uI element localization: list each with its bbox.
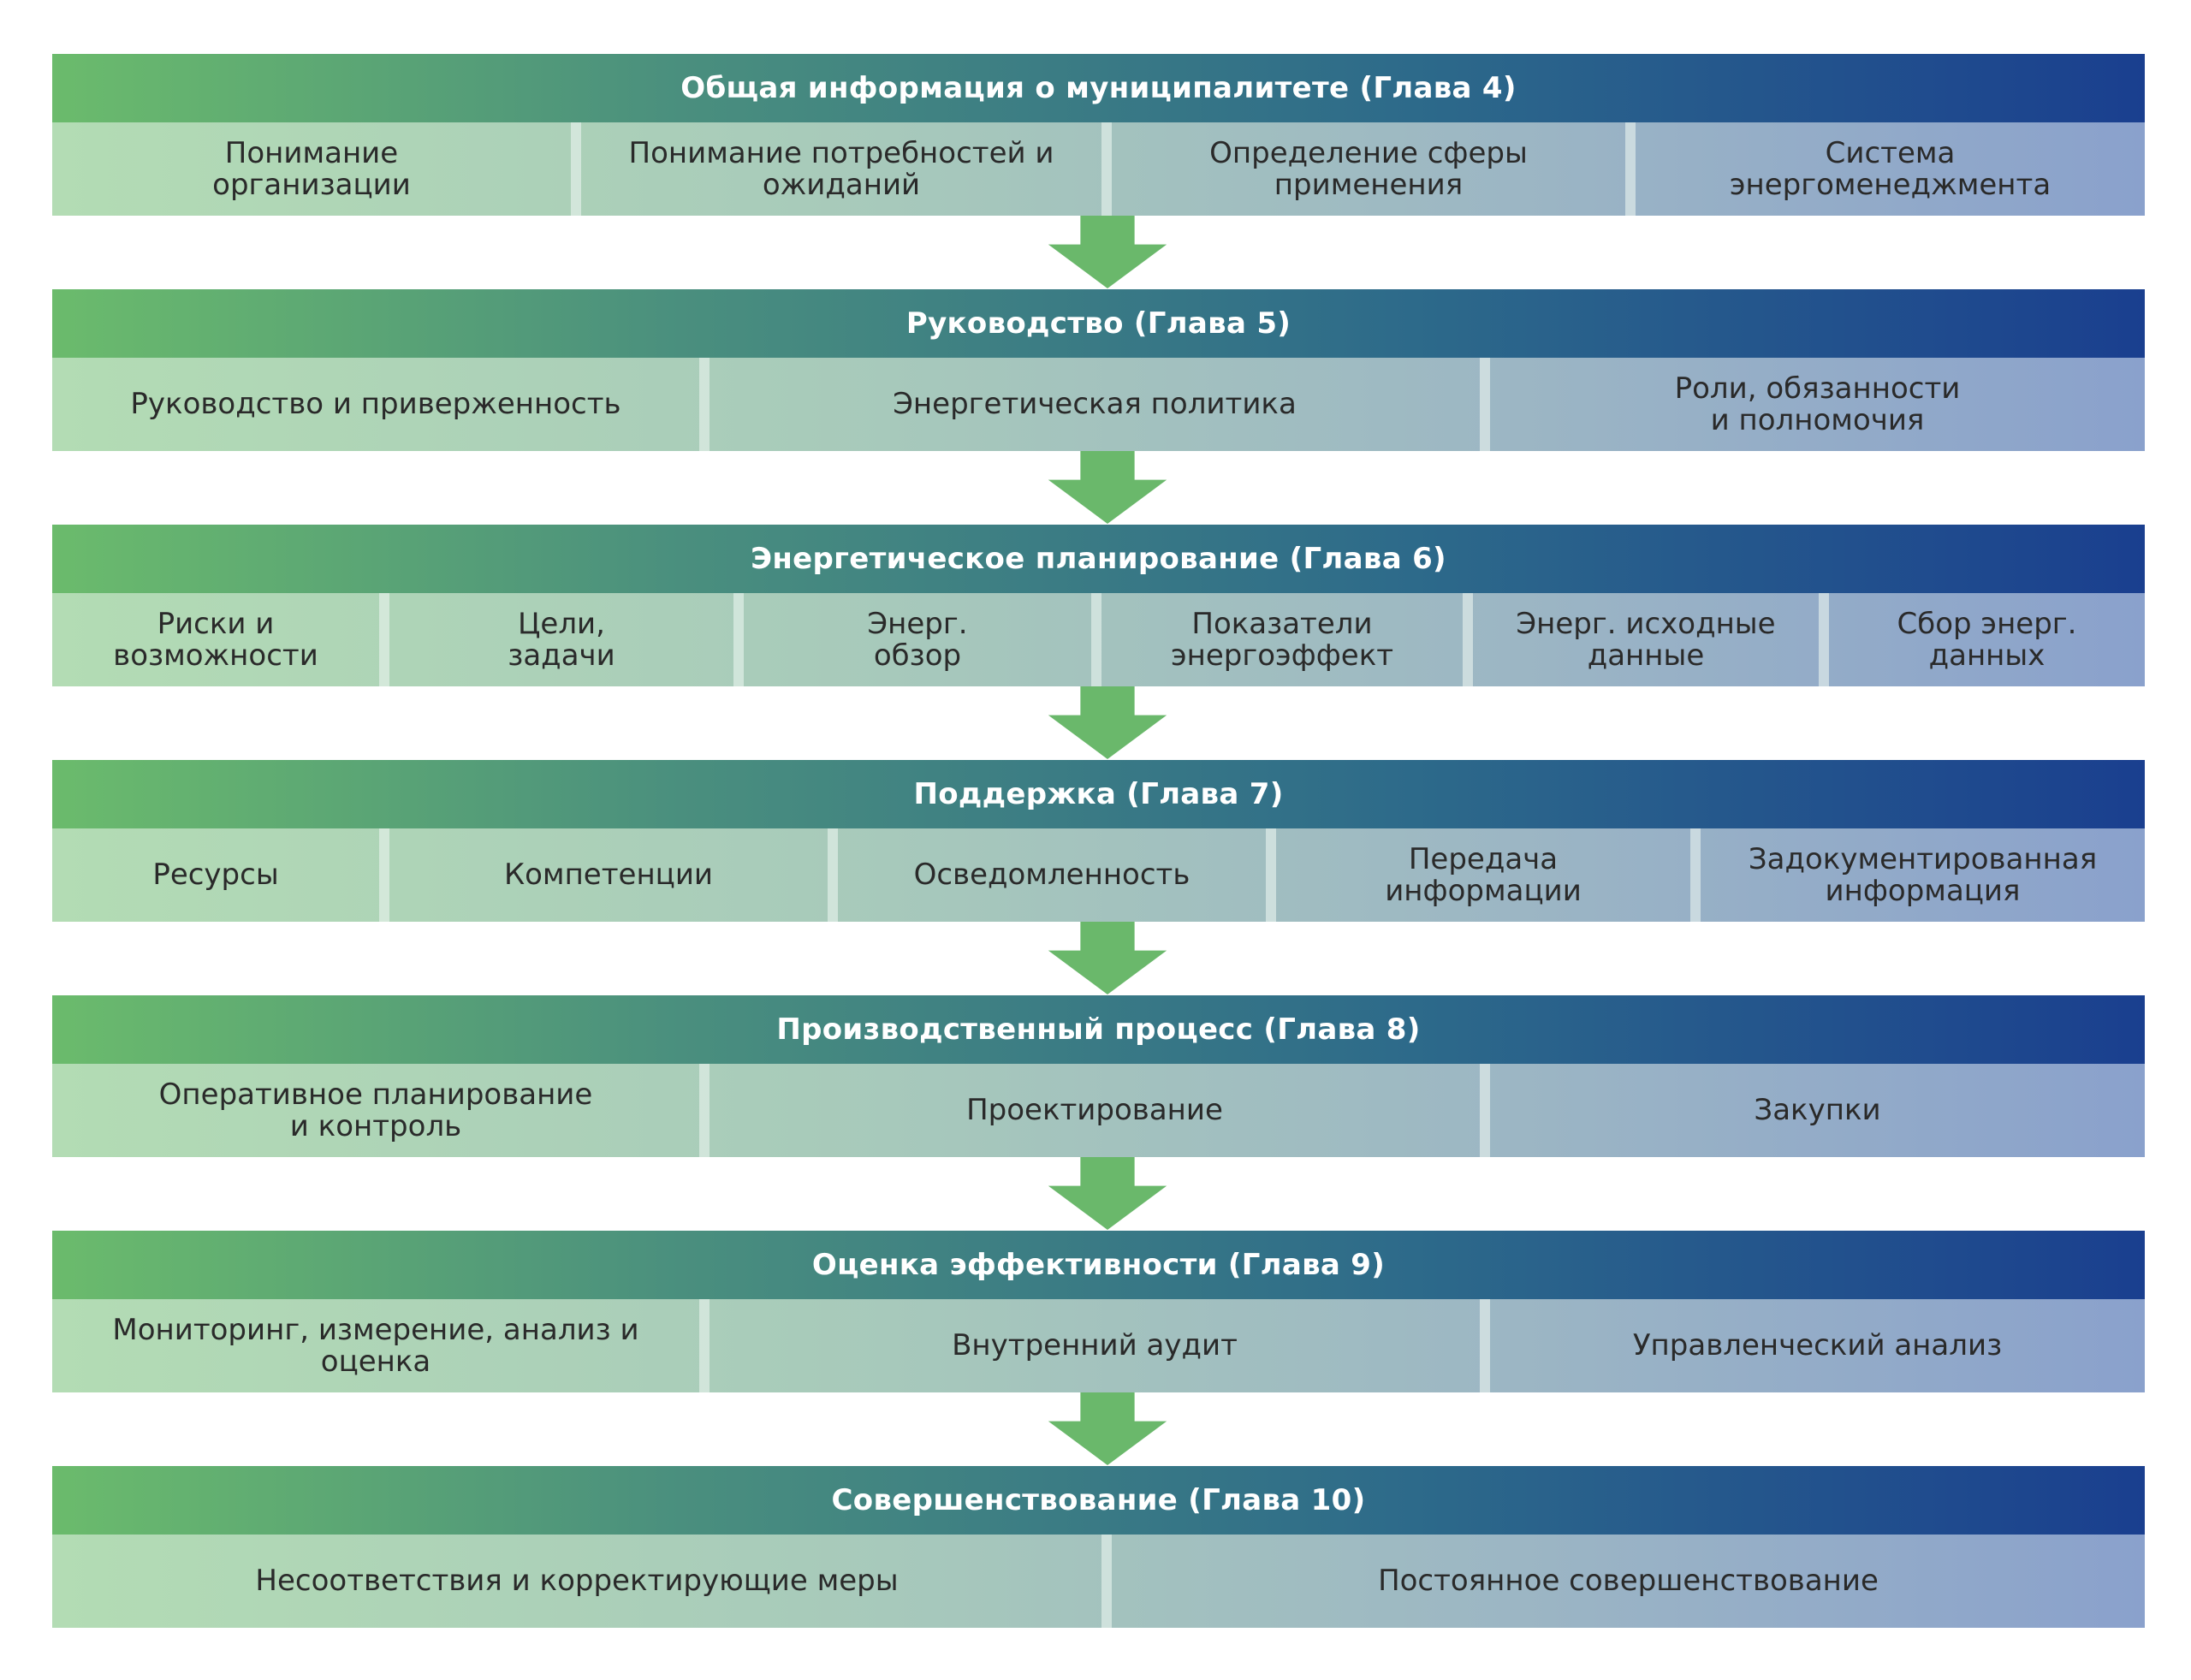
item-divider (1480, 1064, 1490, 1157)
item-divider (828, 828, 838, 922)
section-1: Общая информация о муниципалитете (Глава… (52, 54, 2145, 216)
section-item: Понимание организации (212, 135, 411, 202)
section-item: Управленческий анализ (1632, 1328, 2003, 1362)
section-item: Закупки (1754, 1093, 1881, 1127)
section-header: Общая информация о муниципалитете (Глава… (52, 54, 2145, 122)
section-items-row: Ресурсы Компетенции Осведомленность Передач… (52, 828, 2145, 922)
section-items-row: Оперативное планирование и контроль Проек… (52, 1064, 2145, 1157)
section-item: Роли, обязанности и полномочия (1674, 371, 1961, 437)
item-divider (1819, 593, 1829, 686)
section-items-row: Понимание организации Понимание потребнос… (52, 122, 2145, 216)
section-header: Совершенствование (Глава 10) (52, 1466, 2145, 1535)
item-divider (699, 1299, 710, 1392)
item-divider (1091, 593, 1101, 686)
section-7: Совершенствование (Глава 10)Несоответств… (52, 1466, 2145, 1628)
section-2: Руководство (Глава 5)Руководство и приве… (52, 289, 2145, 451)
section-item: Мониторинг, измерение, анализ и оценка (112, 1312, 639, 1379)
item-divider (699, 358, 710, 451)
down-arrow-icon (1048, 216, 1167, 288)
down-arrow-icon (1048, 922, 1167, 994)
section-item: Цели, задачи (508, 606, 615, 673)
section-item: Проектирование (966, 1093, 1223, 1127)
section-item: Понимание потребностей и ожиданий (628, 135, 1054, 202)
item-divider (379, 593, 389, 686)
section-item: Руководство и приверженность (130, 387, 621, 421)
down-arrow-icon (1048, 1157, 1167, 1230)
down-arrow-icon (1048, 451, 1167, 524)
section-header: Поддержка (Глава 7) (52, 760, 2145, 828)
item-divider (1463, 593, 1473, 686)
section-4: Поддержка (Глава 7) Ресурсы Компетенции Осв… (52, 760, 2145, 922)
section-header: Оценка эффективности (Глава 9) (52, 1231, 2145, 1299)
section-header: Производственный процесс (Глава 8) (52, 995, 2145, 1064)
section-items-row: Риски и возможности Цели, задачи Энерг. об… (52, 593, 2145, 686)
section-items-row: Мониторинг, измерение, анализ и оценка Вн… (52, 1299, 2145, 1392)
section-item: Определение сферы применения (1209, 135, 1528, 202)
section-item: Оперативное планирование и контроль (158, 1077, 593, 1143)
item-divider (1690, 828, 1701, 922)
section-header: Руководство (Глава 5) (52, 289, 2145, 358)
section-item: Энергетическая политика (893, 387, 1297, 421)
section-item: Сбор энерг. данных (1897, 606, 2077, 673)
section-item: Ресурсы (152, 858, 279, 892)
section-item: Внутренний аудит (952, 1328, 1238, 1362)
down-arrow-icon (1048, 686, 1167, 759)
section-6: Оценка эффективности (Глава 9)Мониторинг… (52, 1231, 2145, 1392)
section-item: Осведомленность (913, 858, 1191, 892)
section-item: Показатели энергоэффект (1170, 606, 1394, 673)
down-arrow-icon (1048, 1392, 1167, 1465)
section-item: Компетенции (503, 858, 714, 892)
section-items-row: Руководство и приверженность Энергетическ… (52, 358, 2145, 451)
section-item: Энерг. обзор (867, 606, 968, 673)
section-item: Несоответствия и корректирующие меры (255, 1564, 899, 1598)
item-divider (1101, 1535, 1112, 1628)
item-divider (733, 593, 744, 686)
section-item: Постоянное совершенствование (1378, 1564, 1879, 1598)
item-divider (1266, 828, 1276, 922)
item-divider (699, 1064, 710, 1157)
item-divider (571, 122, 581, 216)
section-item: Энерг. исходные данные (1516, 606, 1776, 673)
section-3: Энергетическое планирование (Глава 6)Рис… (52, 525, 2145, 686)
section-items-row: Несоответствия и корректирующие меры Пост… (52, 1535, 2145, 1628)
item-divider (1480, 1299, 1490, 1392)
section-item: Передача информации (1385, 841, 1582, 908)
item-divider (1625, 122, 1636, 216)
section-item: Риски и возможности (113, 606, 318, 673)
section-header: Энергетическое планирование (Глава 6) (52, 525, 2145, 593)
section-5: Производственный процесс (Глава 8)Операт… (52, 995, 2145, 1157)
section-item: Задокументированная информация (1748, 841, 2098, 908)
item-divider (1480, 358, 1490, 451)
section-item: Система энергоменеджмента (1729, 135, 2051, 202)
item-divider (379, 828, 389, 922)
item-divider (1101, 122, 1112, 216)
